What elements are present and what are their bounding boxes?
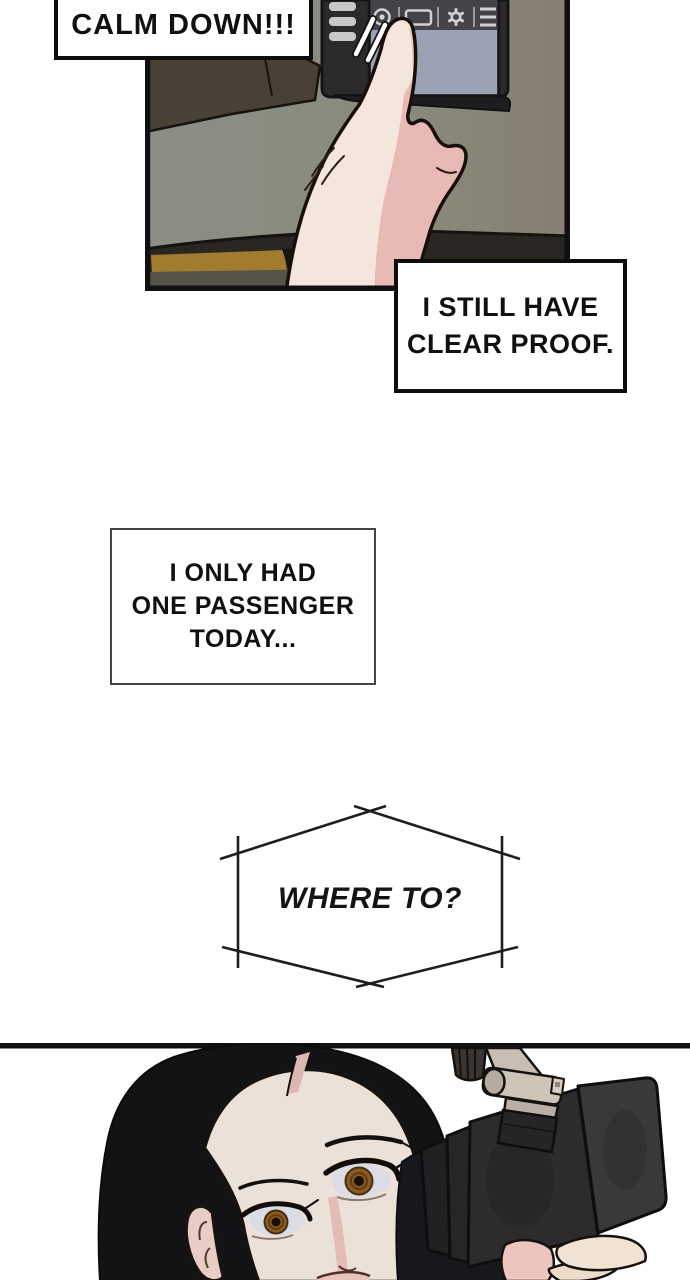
panel-border-bottom-panel bbox=[0, 1043, 690, 1049]
speech-bubble-where-to: WHERE TO? bbox=[258, 882, 482, 916]
dashcam-vent-lines bbox=[329, 2, 356, 41]
eyebrows bbox=[238, 1135, 413, 1190]
pointing-hand bbox=[284, 16, 468, 291]
holding-fingers bbox=[500, 1234, 647, 1280]
speech-bubble-calm-down: CALM DOWN!!! bbox=[54, 0, 313, 60]
menu-icon bbox=[480, 7, 496, 27]
where-to-bubble-frame bbox=[219, 804, 521, 989]
lips bbox=[316, 1270, 371, 1280]
speech-bubble-clear-proof: I STILL HAVE CLEAR PROOF. bbox=[394, 259, 627, 393]
speech-line: TODAY... bbox=[189, 625, 297, 653]
speech-line: I STILL HAVE bbox=[422, 292, 599, 322]
hair-part-line bbox=[286, 1052, 310, 1097]
gear-icon bbox=[448, 8, 464, 26]
motion-lines bbox=[352, 15, 389, 64]
speech-line: I ONLY HAD bbox=[169, 559, 317, 587]
ear bbox=[185, 1205, 225, 1280]
right-eye bbox=[323, 1152, 422, 1202]
sideburn-hair bbox=[232, 1208, 258, 1280]
camera-mount bbox=[450, 1046, 565, 1154]
left-eye bbox=[240, 1199, 319, 1240]
nose-shadow bbox=[328, 1196, 357, 1278]
speech-line: CLEAR PROOF. bbox=[406, 329, 614, 359]
speech-bubble-one-passenger: I ONLY HAD ONE PASSENGER TODAY... bbox=[110, 528, 376, 685]
comic-panel-bottom bbox=[0, 1043, 690, 1280]
speech-line: ONE PASSENGER bbox=[131, 592, 355, 620]
speech-text: CALM DOWN!!! bbox=[71, 9, 296, 41]
speech-text: WHERE TO? bbox=[278, 882, 462, 915]
